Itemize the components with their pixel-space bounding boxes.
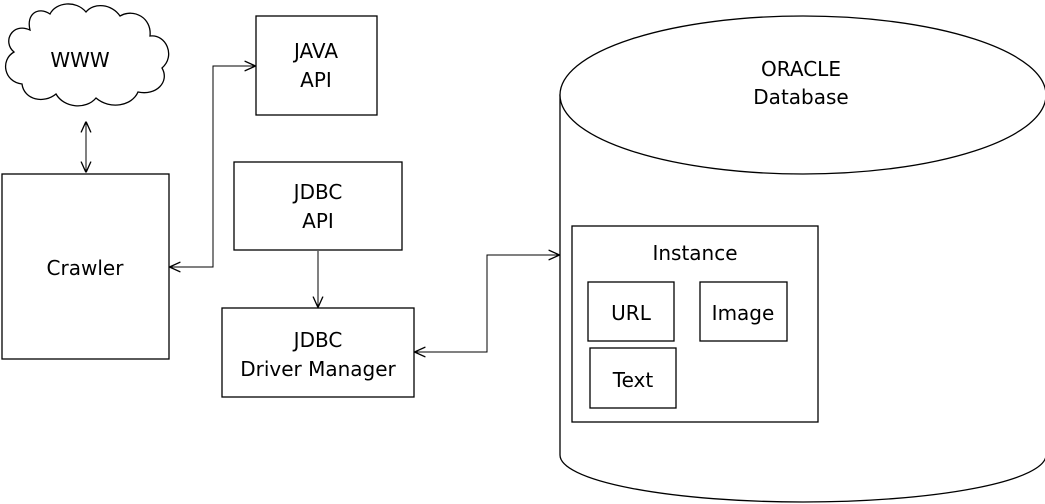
image-label: Image xyxy=(712,301,775,325)
url-label: URL xyxy=(611,301,652,325)
java-api-box xyxy=(255,15,378,116)
jdbc-driver-manager-node: JDBC Driver Manager xyxy=(221,307,415,398)
oracle-database-line1: ORACLE xyxy=(761,57,841,81)
crawler-java-api-connector xyxy=(170,66,255,267)
oracle-database-line2: Database xyxy=(753,85,848,109)
crawler-node: Crawler xyxy=(1,173,170,360)
cylinder-top xyxy=(559,15,1045,175)
text-label: Text xyxy=(612,368,654,392)
cloud-shape xyxy=(4,3,170,107)
instance-node: Instance URL Image Text xyxy=(571,225,819,423)
jdbc-driver-manager-line1: JDBC xyxy=(292,328,343,352)
jdbc-api-line1: JDBC xyxy=(292,180,343,204)
url-box xyxy=(587,281,675,342)
java-api-line2: API xyxy=(300,68,332,92)
jdbc-driver-manager-box xyxy=(221,307,415,398)
jdbc-api-line2: API xyxy=(302,209,334,233)
jdbc-driver-manager-line2: Driver Manager xyxy=(240,357,396,381)
instance-label: Instance xyxy=(652,241,737,265)
java-api-node: JAVA API xyxy=(255,15,378,116)
java-api-line1: JAVA xyxy=(292,39,338,63)
www-cloud: WWW xyxy=(4,3,170,107)
jdbc-api-node: JDBC API xyxy=(233,161,403,251)
jdbc-api-box xyxy=(233,161,403,251)
driver-manager-instance-connector xyxy=(415,255,559,352)
image-box xyxy=(699,281,788,342)
text-box xyxy=(589,347,677,409)
crawler-box xyxy=(1,173,170,360)
www-label: WWW xyxy=(50,48,110,72)
crawler-label: Crawler xyxy=(47,256,125,280)
